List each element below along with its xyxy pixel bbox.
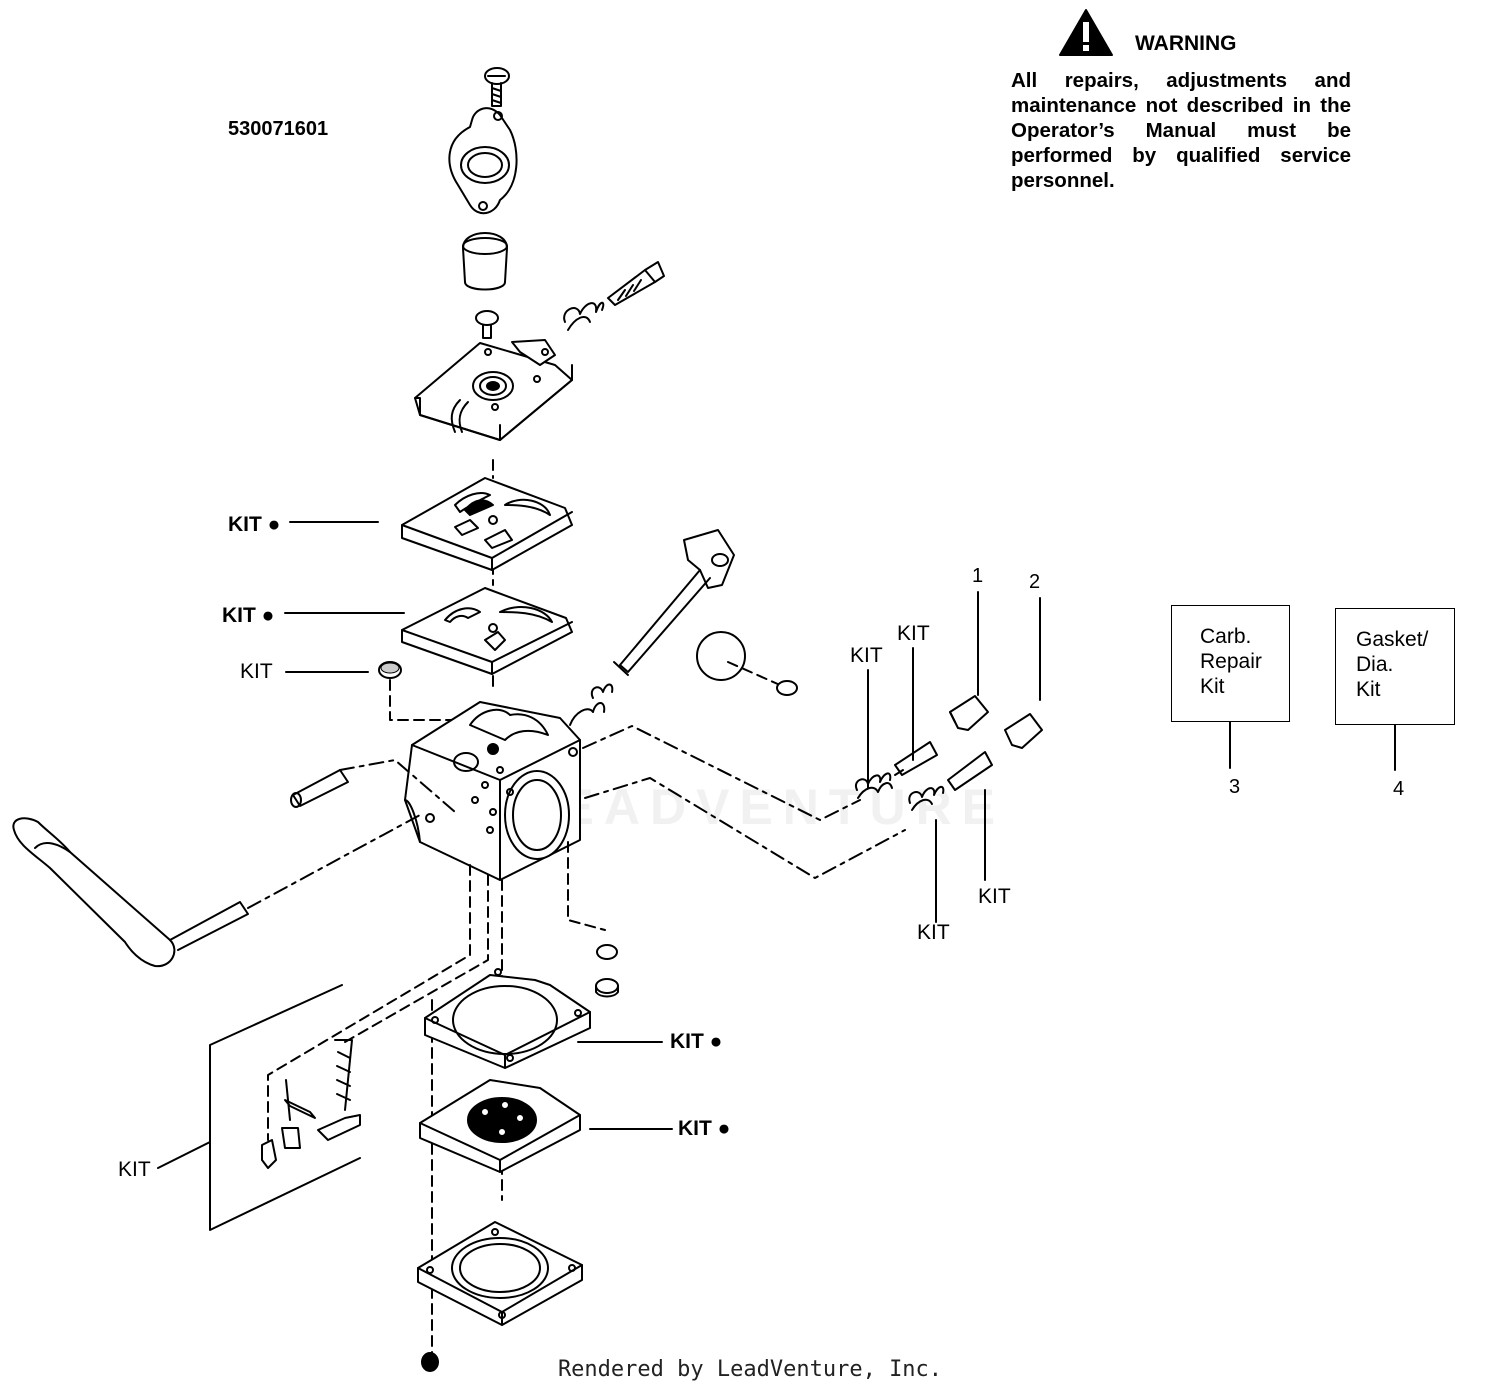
limiter-cap-part (949, 695, 989, 731)
jet-spring-part (854, 741, 938, 799)
pump-cover-part (414, 339, 573, 441)
flange-gasket-part (448, 107, 518, 215)
kit-bracket-line (157, 984, 361, 1231)
metering-lever-part (317, 1039, 361, 1141)
metering-cover-part (417, 1221, 583, 1326)
inlet-needle-part (261, 1139, 277, 1169)
part-number: 530071601 (228, 118, 329, 140)
lever-pin-part (281, 1079, 316, 1149)
pump-gasket-part (401, 477, 573, 571)
limiter-cap-part-2 (1004, 713, 1043, 749)
carburetor-body-part (404, 701, 581, 881)
fuel-screen-part (595, 944, 619, 998)
kit-label-pump-gasket: KIT ● (228, 513, 281, 536)
choke-pin-part (290, 759, 456, 813)
jet-axis-line-2 (584, 777, 906, 879)
callout-2: 2 (1029, 571, 1041, 593)
lower-axis-line-2 (267, 864, 471, 1141)
kit-label-jet-4: KIT (978, 885, 1011, 908)
footer-credit: Rendered by LeadVenture, Inc. (557, 1357, 943, 1382)
callout-3: 3 (1229, 776, 1241, 798)
kit-label-jet: KIT (850, 644, 883, 667)
warning-triangle-icon (1059, 9, 1113, 56)
kit-label-inlet-screen: KIT (240, 660, 273, 683)
warning-text: All repairs, adjustments and maintenance… (1011, 69, 1351, 192)
legend-gasket-dia-kit-label: Gasket/ Dia. Kit (1356, 628, 1429, 701)
lower-axis-line (567, 841, 606, 931)
throttle-shaft-part (569, 529, 798, 726)
callout-4: 4 (1393, 778, 1405, 800)
small-screw-part (475, 310, 499, 339)
kit-label-jet-3: KIT (917, 921, 950, 944)
choke-lever-part (12, 814, 421, 968)
callout-1: 1 (972, 565, 984, 587)
legend-carb-repair-kit-label: Carb. Repair Kit (1200, 625, 1262, 698)
kit-label-inlet-needle: KIT (118, 1158, 151, 1181)
pump-diaphragm-part (401, 587, 573, 675)
kit-label-jet-2: KIT (897, 622, 930, 645)
metering-diaphragm-part (419, 1079, 581, 1173)
lower-axis-line-3 (344, 874, 489, 1043)
kit-label-metering-gasket: KIT ● (670, 1030, 723, 1053)
bottom-screw-part (421, 1352, 439, 1372)
top-screw-part (484, 67, 510, 107)
idle-screw-part (563, 261, 665, 331)
kit-label-pump-diaphragm: KIT ● (222, 604, 275, 627)
legend-gasket-dia-kit: Gasket/ Dia. Kit (1335, 608, 1455, 725)
primer-bulb-part (462, 232, 508, 291)
kit-label-metering-diaphragm: KIT ● (678, 1117, 731, 1140)
jet-axis-line (582, 725, 861, 821)
metering-gasket-part (424, 968, 591, 1069)
inlet-screen-part (378, 661, 471, 749)
jet-spring-part-2 (908, 751, 993, 811)
warning-title: WARNING (1135, 32, 1237, 55)
legend-carb-repair-kit: Carb. Repair Kit (1171, 605, 1290, 722)
